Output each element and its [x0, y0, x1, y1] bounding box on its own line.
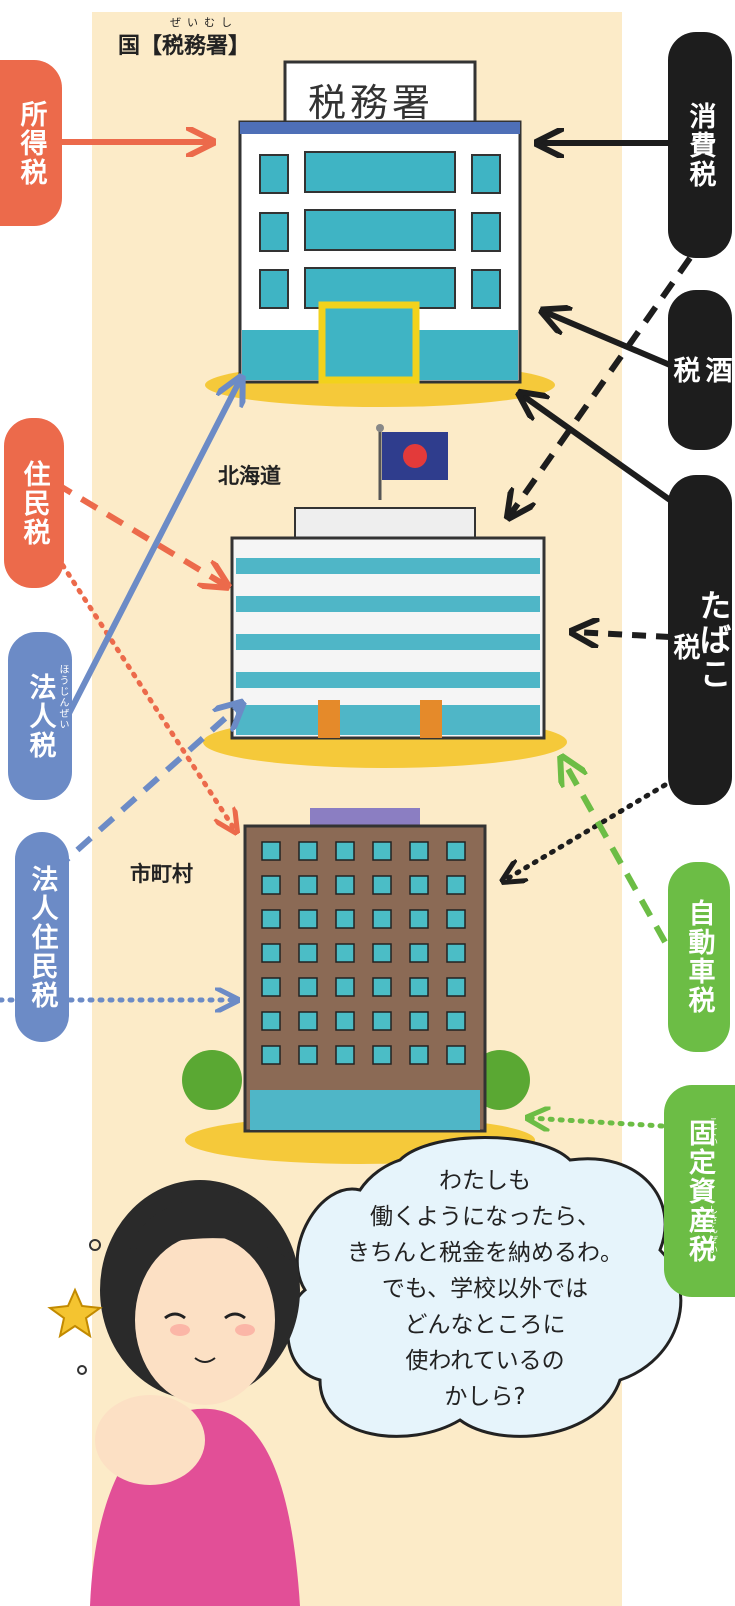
- building-window: [372, 977, 392, 997]
- building-window: [298, 943, 318, 963]
- building-window: [446, 841, 466, 861]
- municipality-building: [182, 808, 535, 1164]
- header-ruby: ぜいむしょ: [170, 16, 238, 45]
- tobacco-tax-label: たばこ: [694, 589, 733, 691]
- building-window: [372, 1045, 392, 1065]
- building-window: [335, 875, 355, 895]
- building-window: [409, 1011, 429, 1031]
- building-window: [298, 909, 318, 929]
- property-tax-pill: 固定資産税: [664, 1085, 735, 1297]
- automobile-tax-pill: 自動車税: [668, 862, 730, 1052]
- municipality-label: 市町村: [130, 862, 193, 886]
- income-tax-pill: 所得税: [0, 60, 62, 226]
- building-window: [409, 977, 429, 997]
- property-tax-ruby-2: しさんぜい: [707, 1205, 717, 1255]
- property-tax-ruby-1: こてい: [707, 1117, 717, 1147]
- tobacco-tax-suffix: 税: [668, 632, 700, 662]
- corporate-tax-pill: 法人税: [8, 632, 72, 800]
- building-window: [261, 909, 281, 929]
- speech-line: わたしも: [439, 1168, 531, 1194]
- speech-line: 働くようになったら、: [370, 1204, 600, 1230]
- building-window: [372, 875, 392, 895]
- speech-line: かしら?: [444, 1384, 526, 1410]
- building-window: [372, 841, 392, 861]
- corporate-tax-ruby: ほうじんぜい: [57, 664, 68, 730]
- liquor-tax-label-bottom: 税: [668, 355, 700, 385]
- resident-tax-label: 住民税: [18, 459, 50, 547]
- building-window: [409, 1045, 429, 1065]
- speech-line: きちんと税金を納めるわ。: [347, 1240, 623, 1266]
- national-header: ぜいむしょ 国【税務署】: [118, 16, 251, 60]
- speech-line: でも、学校以外では: [381, 1276, 589, 1302]
- building-window: [261, 841, 281, 861]
- national-tax-office-building: [205, 60, 555, 407]
- speech-bubble: [286, 1136, 683, 1438]
- consumption-tax-pill: 消費税: [668, 32, 732, 258]
- building-window: [335, 841, 355, 861]
- resident-tax-pill: 住民税: [4, 418, 64, 588]
- building-window: [261, 1045, 281, 1065]
- building-window: [372, 943, 392, 963]
- building-window: [446, 909, 466, 929]
- building-window: [446, 1045, 466, 1065]
- building-window: [335, 1045, 355, 1065]
- building-window: [298, 875, 318, 895]
- building-window: [446, 977, 466, 997]
- building-window: [261, 943, 281, 963]
- building-window: [261, 1011, 281, 1031]
- building-window: [298, 977, 318, 997]
- building-window: [446, 943, 466, 963]
- building-window: [261, 977, 281, 997]
- building-window: [335, 943, 355, 963]
- building-window: [446, 1011, 466, 1031]
- building-window: [409, 841, 429, 861]
- building-window: [298, 1011, 318, 1031]
- liquor-tax-label-top: 酒: [700, 355, 732, 385]
- building-window: [372, 1011, 392, 1031]
- building-window: [335, 977, 355, 997]
- building-window: [335, 1011, 355, 1031]
- liquor-tax-pill: 酒 税: [668, 290, 732, 450]
- girl-illustration: [47, 1180, 300, 1606]
- income-tax-label: 所得税: [15, 99, 47, 187]
- prefecture-building: [203, 424, 567, 768]
- consumption-tax-label: 消費税: [684, 101, 716, 189]
- speech-line: 使われているの: [405, 1348, 565, 1374]
- building-window: [298, 841, 318, 861]
- building-window: [298, 1045, 318, 1065]
- corporate-resident-tax-label: 法人住民税: [26, 864, 58, 1010]
- tobacco-tax-pill: たばこ 税: [668, 475, 733, 805]
- building-window: [409, 909, 429, 929]
- prefecture-label: 北海道: [218, 464, 281, 488]
- automobile-tax-label: 自動車税: [683, 899, 715, 1015]
- header-title: 国【税務署】: [118, 34, 251, 59]
- speech-line: どんなところに: [404, 1312, 566, 1338]
- property-tax-label: 固定資産税: [684, 1118, 715, 1264]
- building-window: [446, 875, 466, 895]
- building-window: [372, 909, 392, 929]
- building-window: [409, 943, 429, 963]
- building-window: [261, 875, 281, 895]
- speech-text: わたしも 働くようになったら、 きちんと税金を納めるわ。 でも、学校以外では ど…: [300, 1163, 670, 1415]
- building-window: [409, 875, 429, 895]
- corporate-tax-label: 法人税: [24, 672, 56, 760]
- corporate-resident-tax-pill: 法人住民税: [15, 832, 69, 1042]
- building-window: [335, 909, 355, 929]
- tax-office-sign: 税務署: [308, 81, 435, 125]
